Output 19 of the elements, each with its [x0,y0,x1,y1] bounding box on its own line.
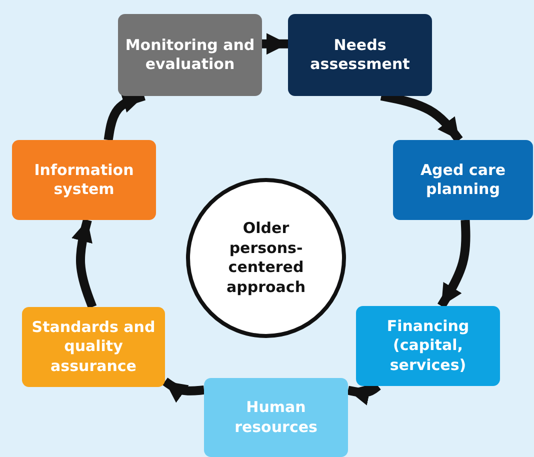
process-box [393,140,533,220]
node-label: Standards and quality assurance [30,318,156,376]
process-box [22,307,165,387]
process-box [204,378,348,457]
process-box [118,14,262,96]
arrow [260,33,290,55]
node-label: Financing (capital, services) [386,316,470,376]
arrow [437,220,470,308]
process-box [288,14,432,96]
arrow [72,218,97,309]
process-box [356,306,500,386]
node-label: Older persons-centered approach [226,219,306,297]
node-label: Monitoring and evaluation [124,36,256,74]
arrow [162,378,205,403]
node-label: Information system [33,160,135,200]
node-label: Human resources [234,398,318,437]
node-label: Needs assessment [309,36,411,74]
process-box [12,140,156,220]
node-label: Aged care planning [419,160,507,200]
